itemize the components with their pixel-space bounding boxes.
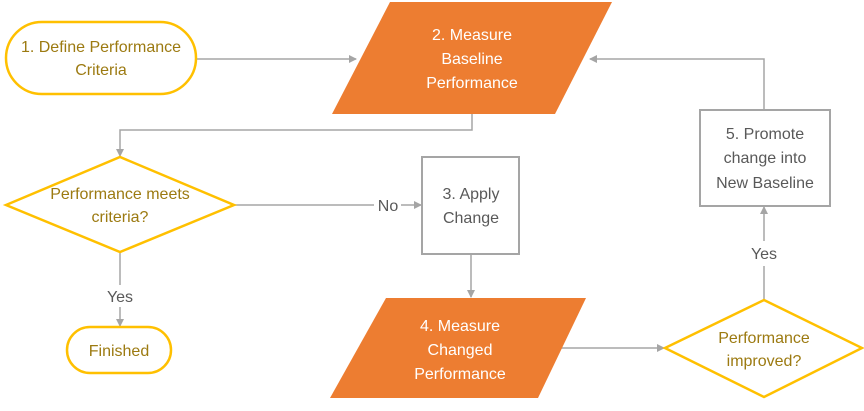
- arrow-promote-to-baseline: [589, 55, 765, 110]
- node-measure-baseline: 2. Measure Baseline Performance: [332, 2, 612, 114]
- define-line-1: 1. Define Performance: [21, 39, 181, 56]
- baseline-line-2: Baseline: [441, 51, 502, 68]
- label-yes-finished: Yes: [107, 289, 133, 306]
- baseline-line-1: 2. Measure: [432, 27, 512, 44]
- node-measure-changed: 4. Measure Changed Performance: [330, 298, 586, 398]
- promote-line-1: 5. Promote: [726, 126, 804, 143]
- apply-line-2: Change: [443, 210, 499, 227]
- meets-line-2: criteria?: [92, 209, 149, 226]
- arrow-baseline-to-meets: [116, 114, 473, 157]
- changed-line-2: Changed: [428, 342, 493, 359]
- changed-line-1: 4. Measure: [420, 318, 500, 335]
- baseline-line-3: Performance: [426, 75, 518, 92]
- meets-line-1: Performance meets: [50, 186, 190, 203]
- finished-label: Finished: [89, 343, 149, 360]
- node-define-criteria: 1. Define Performance Criteria: [4, 20, 198, 96]
- improved-line-1: Performance: [718, 330, 810, 347]
- promote-line-2: change into: [724, 150, 807, 167]
- decision-meets-criteria: Performance meets criteria?: [2, 155, 238, 254]
- node-promote-change: 5. Promote change into New Baseline: [699, 109, 831, 207]
- label-yes-promote: Yes: [751, 246, 777, 263]
- improved-line-2: improved?: [727, 353, 802, 370]
- label-no: No: [378, 198, 399, 215]
- node-finished: Finished: [65, 325, 173, 375]
- changed-line-3: Performance: [414, 366, 506, 383]
- promote-line-3: New Baseline: [716, 175, 814, 192]
- node-apply-change: 3. Apply Change: [421, 156, 520, 255]
- define-line-2: Criteria: [75, 62, 127, 79]
- apply-line-1: 3. Apply: [443, 186, 500, 203]
- decision-performance-improved: Performance improved?: [662, 298, 864, 399]
